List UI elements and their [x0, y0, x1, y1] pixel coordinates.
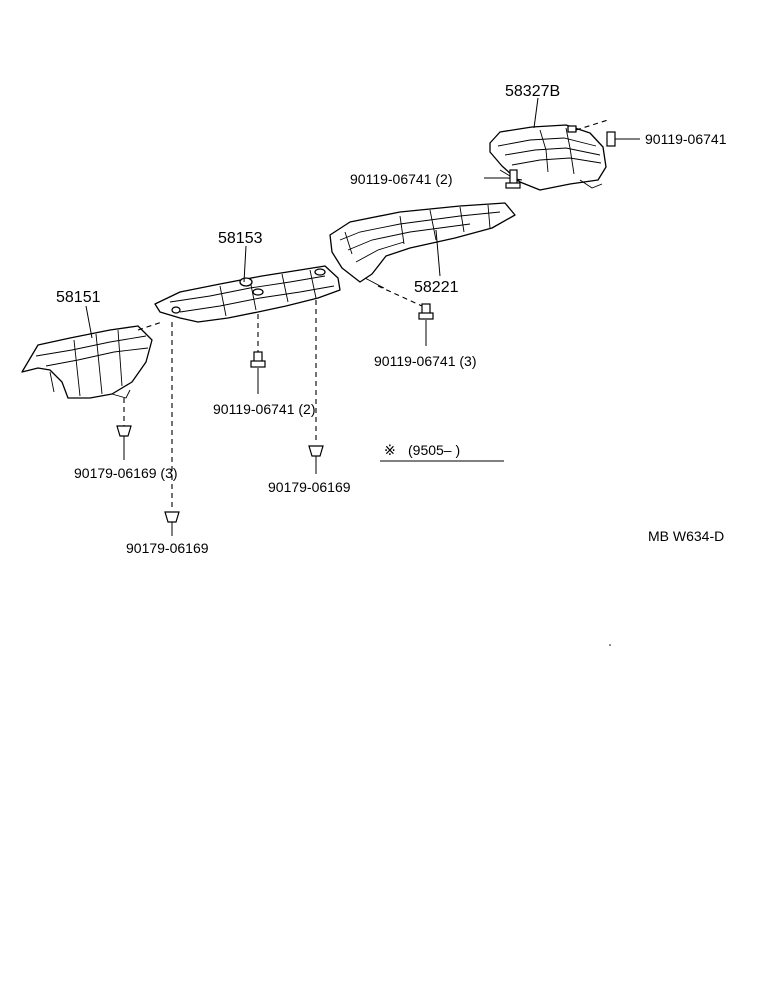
heat-insulator-58221 [329, 202, 516, 289]
fastener-label: 90119-06741 (3) [374, 353, 476, 369]
fastener-label: 90119-06741 (2) [213, 401, 315, 417]
part-label-58327b: 58327B [505, 83, 560, 100]
fastener-label: 90179-06169 [126, 540, 209, 556]
scan-speck [609, 644, 611, 646]
part-label-58151: 58151 [56, 289, 101, 306]
heat-insulator-58151 [21, 325, 153, 399]
bolt-icon [418, 303, 434, 346]
fastener-label: 90179-06169 [268, 479, 351, 495]
diagram-code: MB W634-D [648, 528, 724, 544]
fastener-label: 90179-06169 (3) [74, 465, 178, 481]
nut-icon [308, 445, 324, 474]
production-note: ※ (9505– ) [380, 442, 504, 462]
heat-insulator-58153 [154, 265, 341, 323]
fastener-label: 90119-06741 [645, 131, 727, 147]
part-label-58221: 58221 [414, 279, 459, 296]
bolt-icon [606, 131, 640, 147]
nut-icon [116, 425, 132, 460]
part-label-58153: 58153 [218, 230, 263, 247]
nut-icon [164, 511, 180, 536]
bolt-icon [484, 169, 521, 189]
bolt-icon [250, 351, 266, 394]
heat-insulator-58327b [489, 124, 607, 191]
part-leader-lines [85, 97, 539, 339]
note-symbol: ※ [384, 442, 396, 458]
fastener-label: 90119-06741 (2) [350, 171, 452, 187]
note-text: (9505– ) [408, 442, 460, 458]
installation-lines [123, 119, 609, 510]
